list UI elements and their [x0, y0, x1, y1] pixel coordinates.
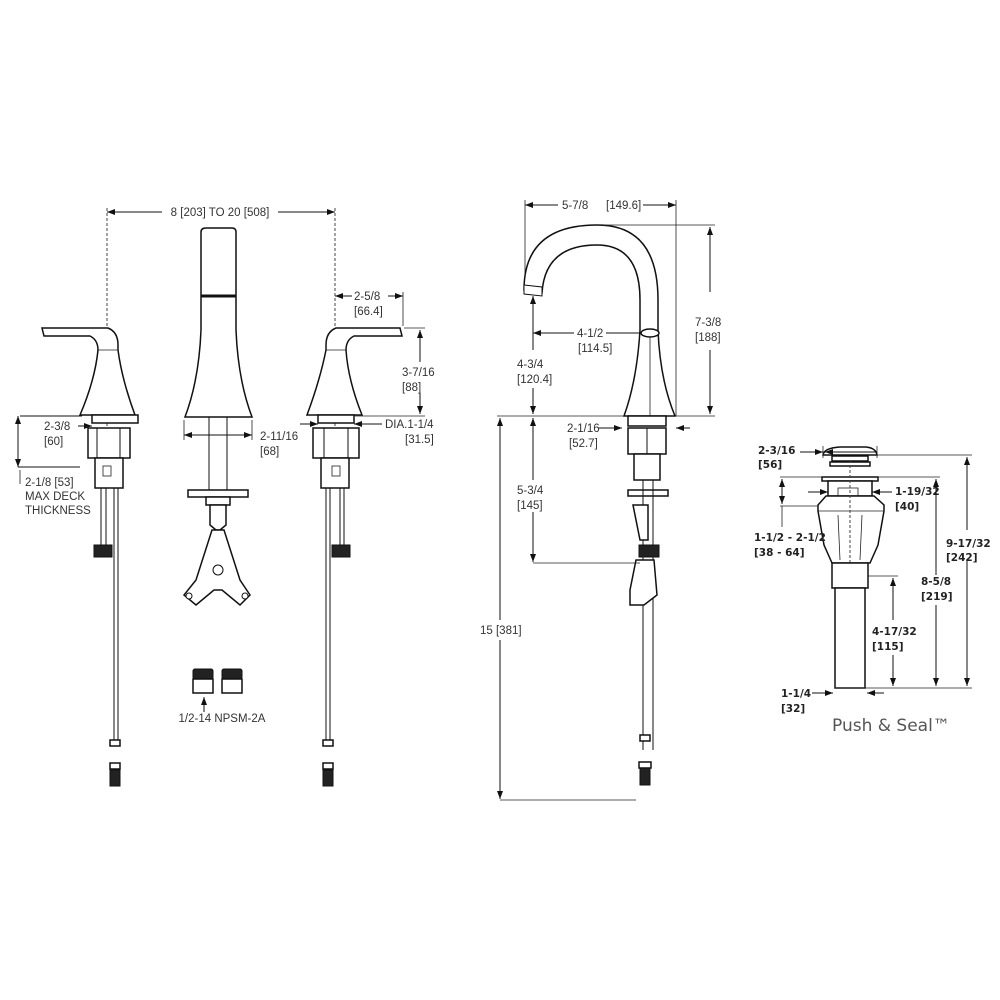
cap-mm: [56] — [758, 459, 782, 471]
right-handle — [305, 327, 403, 787]
body-mm: [219] — [921, 591, 953, 603]
inner-reach-mm: [114.5] — [578, 343, 612, 355]
thread-fittings — [192, 668, 243, 712]
neck-in: 1-19/32 — [895, 486, 940, 498]
tail-mm: [115] — [872, 641, 904, 653]
inner-reach-in: 4-1/2 — [577, 328, 603, 340]
side-view: 5-7/8 [149.6] 7-3/8 [188] — [480, 200, 721, 801]
thread-spec: 1/2-14 NPSM-2A — [179, 713, 266, 725]
total-mm: [242] — [946, 552, 978, 564]
range-mm: [38 - 64] — [754, 547, 805, 559]
reach-mm: [149.6] — [606, 200, 641, 212]
handle-reach-in: 2-5/8 — [354, 291, 380, 303]
shank-in: 5-3/4 — [517, 485, 544, 497]
base-dia-in: DIA.1-1/4 — [385, 419, 434, 431]
clearance-in: 4-3/4 — [517, 359, 544, 371]
neck-mm: [40] — [895, 501, 919, 513]
clearance-mm: [120.4] — [517, 374, 552, 386]
handle-reach-mm: [66.4] — [354, 306, 383, 318]
drain-view: 2-3/16 [56] 1-19/32 [40] 1-1/2 - 2-1/2 [… — [754, 445, 991, 736]
total-in: 9-17/32 — [946, 538, 991, 550]
reach-in: 5-7/8 — [562, 200, 588, 212]
height-in: 7-3/8 — [695, 317, 721, 329]
tail-dia-mm: [32] — [781, 703, 805, 715]
spout-base-in: 2-11/16 — [260, 431, 298, 443]
tail-dia-in: 1-1/4 — [781, 688, 811, 700]
handle-height-mm: [88] — [402, 382, 421, 394]
handle-base-in: 2-3/8 — [44, 421, 70, 433]
deck-thickness-2: MAX DECK — [25, 491, 85, 503]
shank-mm: [145] — [517, 500, 543, 512]
handle-height-in: 3-7/16 — [402, 367, 435, 379]
spout-side — [523, 224, 677, 786]
spread-label: 8 [203] TO 20 [508] — [171, 207, 270, 219]
base-mm: [52.7] — [569, 438, 598, 450]
total-height: 15 [381] — [480, 625, 522, 637]
range-in: 1-1/2 - 2-1/2 — [754, 532, 826, 544]
spout-base-mm: [68] — [260, 446, 279, 458]
body-in: 8-5/8 — [921, 576, 951, 588]
left-handle — [41, 327, 139, 787]
base-in: 2-1/16 — [567, 423, 600, 435]
front-view: 8 [203] TO 20 [508] 2-3/8 [60] — [15, 207, 435, 787]
deck-thickness-1: 2-1/8 [53] — [25, 477, 74, 489]
height-mm: [188] — [695, 332, 721, 344]
base-dia-mm: [31.5] — [405, 434, 434, 446]
drain-title: Push & Seal™ — [832, 716, 950, 736]
deck-thickness-3: THICKNESS — [25, 505, 91, 517]
handle-base-mm: [60] — [44, 436, 63, 448]
tail-in: 4-17/32 — [872, 626, 917, 638]
spout-front — [182, 227, 254, 607]
cap-in: 2-3/16 — [758, 445, 795, 457]
